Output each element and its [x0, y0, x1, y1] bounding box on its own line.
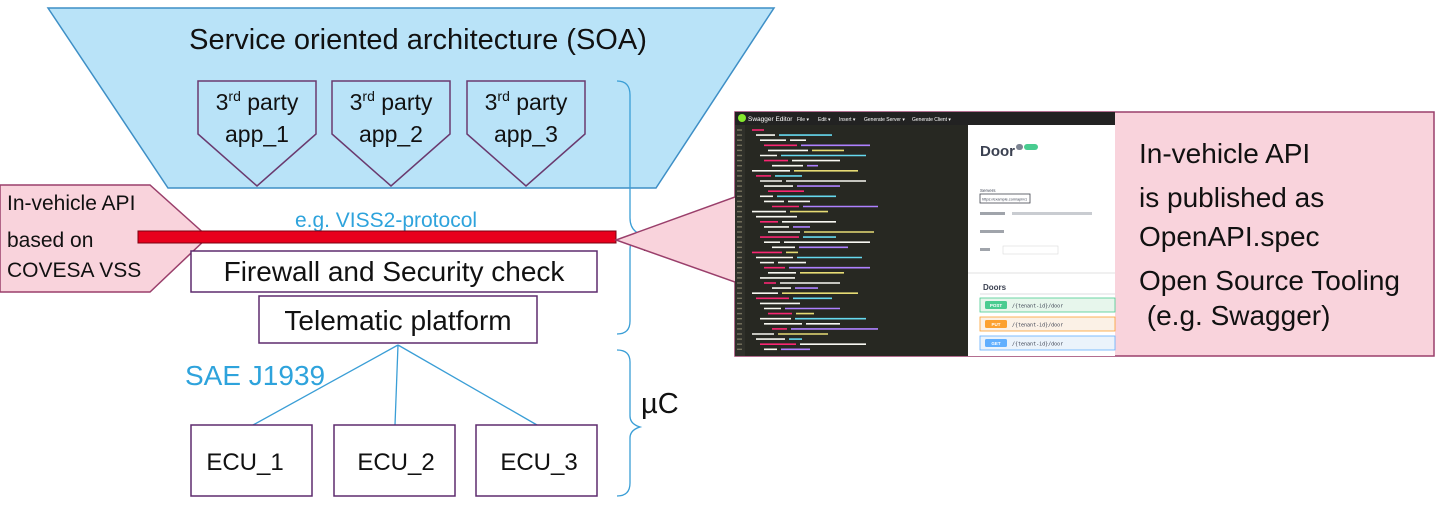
app-1-line1: 3rd party [216, 88, 299, 115]
uc-bracket [616, 349, 643, 497]
right-callout-line2: is published as [1139, 182, 1324, 213]
left-callout-line1: In-vehicle API [7, 192, 135, 215]
swagger-topbar [735, 112, 1115, 125]
app-1-line2: app_1 [225, 121, 289, 147]
ecu-3-label: ECU_3 [500, 449, 577, 476]
soa-title: Service oriented architecture (SOA) [189, 24, 647, 56]
swagger-servers-select[interactable] [979, 193, 1031, 204]
uc-label: µC [641, 388, 679, 420]
app-2-box[interactable]: 3rd party app_2 [331, 80, 451, 187]
swagger-menu-5[interactable]: Generate Client ▾ [912, 117, 951, 123]
ecu-3-box[interactable]: ECU_3 [475, 424, 598, 497]
telematic-box[interactable] [258, 295, 538, 344]
left-callout-line3: COVESA VSS [7, 259, 141, 282]
app-3-line2: app_3 [494, 121, 558, 147]
right-callout-line3: OpenAPI.spec [1139, 221, 1320, 252]
swagger-op-get[interactable]: GET /{tenant-id}/door [979, 335, 1116, 351]
swagger-menu-4[interactable]: Generate Server ▾ [864, 117, 905, 123]
right-callout-line5: (e.g. Swagger) [1139, 300, 1330, 331]
swagger-api-title: Door [980, 143, 1015, 160]
app-3-line1: 3rd party [485, 88, 568, 115]
ecu-2-box[interactable]: ECU_2 [333, 424, 456, 497]
app-1-box[interactable]: 3rd party app_1 [197, 80, 317, 187]
ecu-1-label: ECU_1 [206, 449, 283, 476]
swagger-editor-pane [735, 125, 968, 356]
swagger-screenshot: Swagger Editor File ▾ Edit ▾ Insert ▾ Ge… [735, 112, 1116, 356]
svg-text:/{tenant-id}/door: /{tenant-id}/door [1012, 304, 1063, 310]
ecu-2-label: ECU_2 [357, 449, 434, 476]
app-3-box[interactable]: 3rd party app_3 [466, 80, 586, 187]
swagger-logo-icon [738, 114, 746, 122]
app-2-line1: 3rd party [350, 88, 433, 115]
left-callout [0, 184, 210, 293]
right-callout-line4: Open Source Tooling [1139, 265, 1400, 296]
ecu-1-box[interactable]: ECU_1 [190, 424, 313, 497]
firewall-label: Firewall and Security check [224, 256, 566, 287]
svg-text:/{tenant-id}/door: /{tenant-id}/door [1012, 342, 1063, 348]
svg-text:PUT: PUT [992, 322, 1001, 327]
swagger-menu-2[interactable]: Edit ▾ [818, 117, 831, 123]
left-callout-line2: based on [7, 229, 93, 252]
swagger-section-doors[interactable]: Doors [983, 283, 1007, 292]
swagger-op-post[interactable]: POST /{tenant-id}/door [979, 297, 1116, 313]
swagger-menu-3[interactable]: Insert ▾ [839, 117, 856, 123]
firewall-box[interactable] [190, 250, 598, 293]
svg-text:/{tenant-id}/door: /{tenant-id}/door [1012, 323, 1063, 329]
bus-label: SAE J1939 [185, 360, 325, 391]
protocol-label: e.g. VISS2-protocol [295, 209, 477, 232]
swagger-servers-value: https://example.com/api/v1 [982, 198, 1027, 202]
swagger-op-put[interactable]: PUT /{tenant-id}/door [979, 316, 1116, 332]
api-bus-bar [137, 230, 617, 244]
svg-text:POST: POST [990, 303, 1003, 308]
swagger-code-lines [737, 129, 878, 351]
app-2-line2: app_2 [359, 121, 423, 147]
swagger-menu-1[interactable]: File ▾ [797, 117, 809, 123]
telematic-label: Telematic platform [284, 305, 511, 336]
svg-text:GET: GET [991, 341, 1001, 346]
bus-lines [252, 344, 538, 426]
right-callout-line1: In-vehicle API [1139, 138, 1310, 169]
swagger-servers-label: Servers [980, 188, 996, 193]
swagger-app-name: Swagger Editor [748, 116, 793, 123]
